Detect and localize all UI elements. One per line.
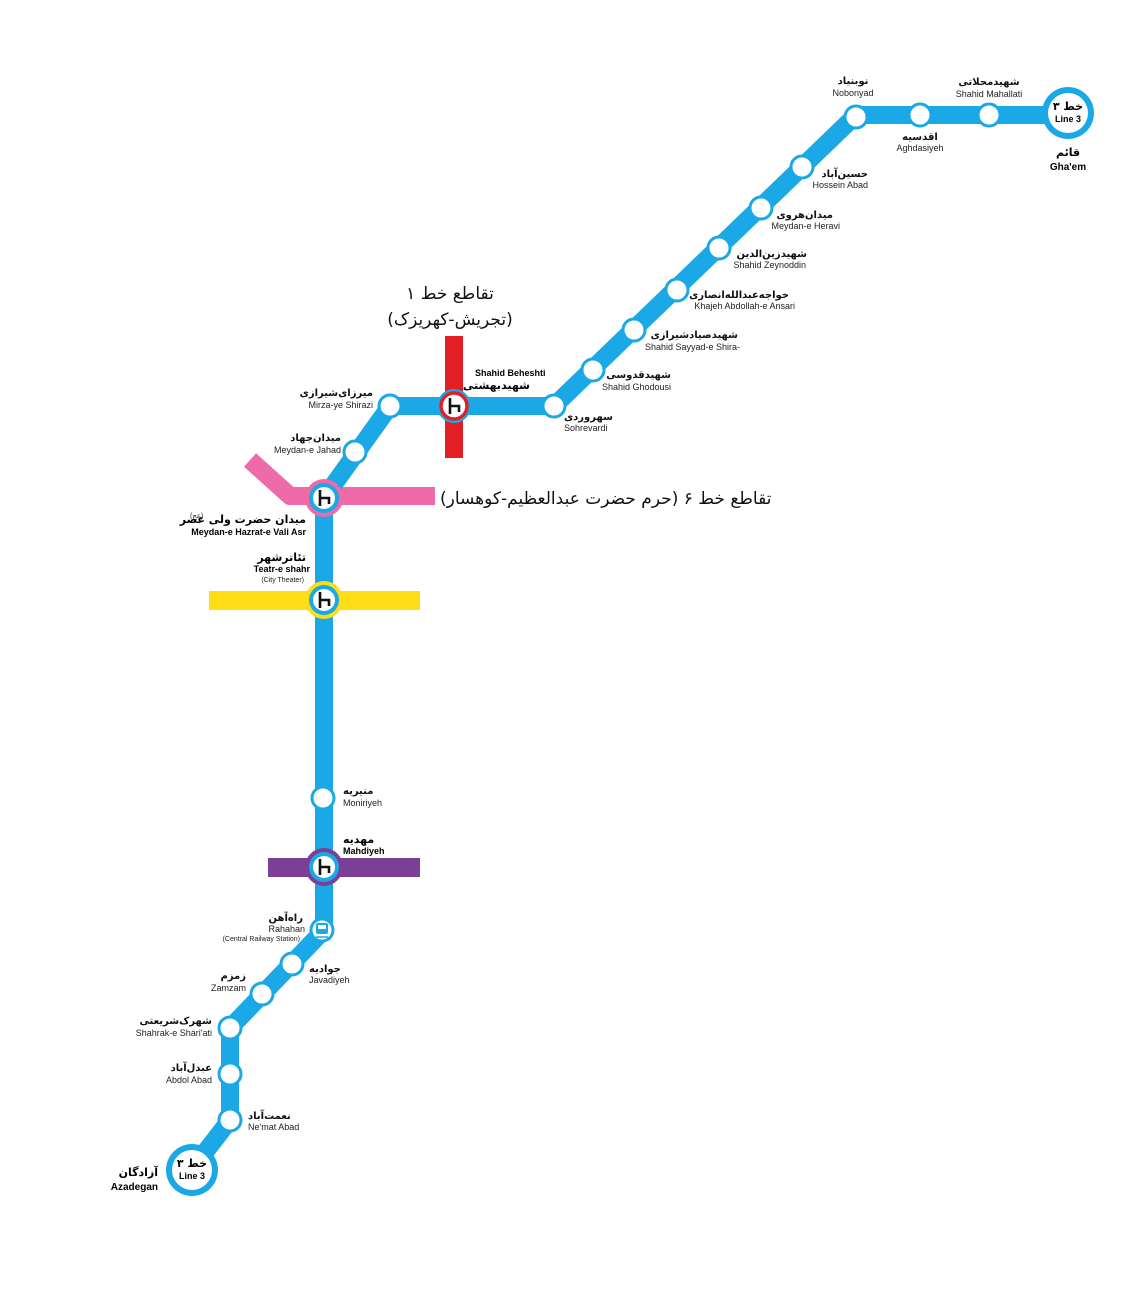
interchange-vali-asr[interactable] [305, 479, 343, 517]
label-khajeh-abdollah-en: Khajeh Abdollah-e Ansari [694, 301, 795, 311]
terminal-ghaem-en: Gha'em [1050, 162, 1086, 173]
label-shahid-sayyad-en: Shahid Sayyad-e Shira- [645, 342, 740, 352]
label-meydan-jahad-fa: میدان‌جهاد [290, 433, 341, 444]
badge-line-fa: خط ۳ [177, 1157, 207, 1170]
label-nemat-abad-fa: نعمت‌آباد [248, 1109, 291, 1122]
label-khajeh-abdollah-fa: خواجه‌عبدالله‌انصاری [689, 290, 789, 301]
station-shahid-sayyad[interactable] [621, 317, 647, 343]
label-teatr-shahr-sub: (City Theater) [261, 577, 304, 584]
label-shahrak-shariati-fa: شهرک‌شریعتی [139, 1016, 212, 1027]
badge-line-en: Line 3 [179, 1171, 205, 1181]
terminal-badge-azadegan[interactable]: خط ۳ Line 3 [166, 1144, 218, 1196]
interchange-shahid-beheshti[interactable] [437, 389, 471, 423]
label-zamzam-fa: زمزم [221, 971, 247, 982]
label-rahahan-en: Rahahan [268, 924, 305, 934]
label-shahid-ghodousi-en: Shahid Ghodousi [602, 382, 671, 392]
station-shahid-mahallati[interactable] [976, 102, 1002, 128]
label-rahahan-sub: (Central Railway Station) [223, 936, 300, 943]
label-zamzam-en: Zamzam [211, 983, 246, 993]
label-teatr-shahr-fa: تئاترشهر [256, 551, 306, 564]
label-sohrevardi-en: Sohrevardi [564, 423, 608, 433]
terminal-ghaem-fa: قائم [1056, 146, 1080, 159]
interchange-icon [318, 859, 331, 875]
station-nemat-abad[interactable] [217, 1107, 243, 1133]
label-shahid-zeynoddin-fa: شهیدزین‌الدین [736, 249, 807, 260]
station-sohrevardi[interactable] [541, 393, 567, 419]
label-mirza-shirazi-fa: میرزای‌شیرازی [300, 388, 373, 399]
label-shahid-sayyad-fa: شهیدصیادشیرازی [651, 330, 739, 341]
station-mirza-shirazi[interactable] [377, 393, 403, 419]
label-moniriyeh-en: Moniriyeh [343, 798, 382, 808]
label-hossein-abad-fa: حسین‌آباد [821, 167, 868, 180]
label-meydan-jahad-en: Meydan-e Jahad [274, 445, 341, 455]
label-mahdiyeh-en: Mahdiyeh [343, 846, 385, 856]
interchange-icon [318, 490, 331, 506]
label-meydan-heravi-en: Meydan-e Heravi [771, 221, 840, 231]
label-shahid-beheshti-en: Shahid Beheshti [475, 368, 546, 378]
note-line6: تقاطع خط ۶ (حرم حضرت عبدالعظیم-کوهسار) [440, 489, 772, 509]
station-khajeh-abdollah[interactable] [664, 277, 690, 303]
label-shahid-mahallati-en: Shahid Mahallati [956, 89, 1023, 99]
station-shahid-zeynoddin[interactable] [706, 235, 732, 261]
train-icon [316, 923, 328, 938]
label-rahahan-fa: راه‌آهن [269, 911, 304, 924]
station-moniriyeh[interactable] [310, 785, 336, 811]
interchange-mahdiyeh[interactable] [305, 848, 343, 886]
label-sohrevardi-fa: سهروردی [564, 412, 613, 423]
station-markers [217, 102, 1002, 1133]
label-shahid-beheshti-fa: شهیدبهشتی [463, 379, 530, 392]
station-rahahan[interactable] [309, 917, 335, 943]
terminal-azadegan-en: Azadegan [111, 1182, 158, 1193]
label-aghdasiyeh-en: Aghdasiyeh [896, 143, 943, 153]
label-javadiyeh-fa: جوادیه [309, 964, 341, 975]
label-aghdasiyeh-fa: اقدسیه [902, 132, 938, 143]
station-meydan-heravi[interactable] [748, 195, 774, 221]
interchange-icon [448, 398, 461, 414]
label-vali-asr-en: Meydan-e Hazrat-e Vali Asr [191, 527, 306, 537]
station-javadiyeh[interactable] [279, 951, 305, 977]
station-shahid-ghodousi[interactable] [580, 357, 606, 383]
label-shahid-mahallati-fa: شهیدمحلاتی [958, 77, 1019, 88]
label-hossein-abad-en: Hossein Abad [812, 180, 868, 190]
note-line1-sub: (تجریش-کهریزک) [387, 310, 513, 330]
label-shahid-ghodousi-fa: شهیدقدوسی [606, 370, 671, 381]
badge-line-en: Line 3 [1055, 114, 1081, 124]
label-vali-asr-fa: میدان حضرت ولی عصر [179, 513, 306, 526]
line6-crossing [243, 453, 435, 505]
label-mirza-shirazi-en: Mirza-ye Shirazi [308, 400, 373, 410]
terminal-badge-ghaem[interactable]: خط ۳ Line 3 [1042, 87, 1094, 139]
label-meydan-heravi-fa: میدان‌هروی [776, 210, 833, 221]
station-meydan-jahad[interactable] [342, 439, 368, 465]
badge-line-fa: خط ۳ [1053, 100, 1083, 113]
line3-route [186, 106, 1079, 1174]
note-line1-title: تقاطع خط ۱ [406, 284, 494, 304]
label-javadiyeh-en: Javadiyeh [309, 975, 350, 985]
label-nobonyad-en: Nobonyad [832, 88, 873, 98]
station-shahrak-shariati[interactable] [217, 1015, 243, 1041]
label-moniriyeh-fa: منیریه [343, 786, 373, 797]
interchange-icon [318, 592, 331, 608]
label-shahid-zeynoddin-en: Shahid Zeynoddin [733, 260, 806, 270]
station-aghdasiyeh[interactable] [907, 102, 933, 128]
label-nemat-abad-en: Ne'mat Abad [248, 1122, 299, 1132]
station-hossein-abad[interactable] [789, 154, 815, 180]
station-zamzam[interactable] [249, 981, 275, 1007]
interchange-teatr-shahr[interactable] [305, 581, 343, 619]
terminal-azadegan-fa: آزادگان [119, 1165, 159, 1179]
label-vali-asr-sup: (عج) [190, 513, 203, 520]
label-abdol-abad-en: Abdol Abad [166, 1075, 212, 1085]
label-abdol-abad-fa: عبدل‌آباد [171, 1061, 212, 1074]
line7-crossing [268, 858, 420, 877]
label-mahdiyeh-fa: مهدیه [343, 833, 374, 846]
label-teatr-shahr-en: Teatr-e shahr [254, 564, 311, 574]
station-abdol-abad[interactable] [217, 1061, 243, 1087]
label-shahrak-shariati-en: Shahrak-e Shari'ati [136, 1028, 212, 1038]
label-nobonyad-fa: نوبنیاد [838, 76, 869, 87]
station-nobonyad[interactable] [843, 104, 869, 130]
